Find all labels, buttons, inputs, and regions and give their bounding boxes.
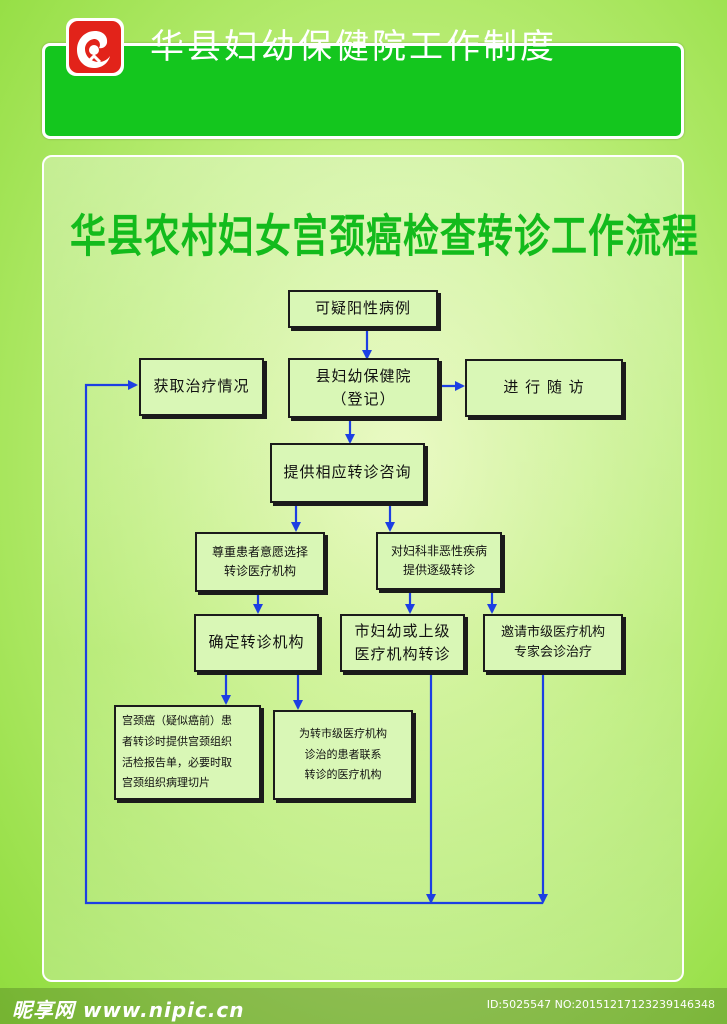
node-county-hospital: 县妇幼保健院 （登记） [288, 358, 439, 418]
node-contact-institution: 为转市级医疗机构 诊治的患者联系 转诊的医疗机构 [273, 710, 413, 800]
header-banner [42, 43, 684, 139]
node-confirm-institution: 确定转诊机构 [194, 614, 319, 672]
node-follow-up: 进 行 随 访 [465, 359, 623, 417]
watermark-id: ID:5025547 NO:20151217123239146348 [486, 998, 715, 1011]
node-invite-experts: 邀请市级医疗机构 专家会诊治疗 [483, 614, 623, 672]
watermark-bar: 昵享网 www.nipic.cn ID:5025547 NO:201512171… [0, 988, 727, 1024]
node-respect-choice: 尊重患者意愿选择 转诊医疗机构 [195, 532, 325, 592]
arrow-feedback-to-treatment [84, 380, 543, 905]
node-suspect-case: 可疑阳性病例 [288, 290, 438, 328]
node-referral-consult: 提供相应转诊咨询 [270, 443, 425, 503]
node-gyn-referral: 对妇科非恶性疾病 提供逐级转诊 [376, 532, 502, 590]
hospital-logo-icon [66, 18, 124, 76]
node-treatment-status: 获取治疗情况 [139, 358, 264, 416]
logo-emblem-icon [69, 21, 121, 73]
flowchart-title: 华县农村妇女宫颈癌检查转诊工作流程 [70, 211, 700, 263]
node-city-referral: 市妇幼或上级 医疗机构转诊 [340, 614, 465, 672]
node-biopsy-report: 宫颈癌（疑似癌前）患 者转诊时提供宫颈组织 活检报告单，必要时取 宫颈组织病理切… [114, 705, 261, 800]
header-title: 华县妇幼保健院工作制度 [150, 27, 557, 67]
watermark-site: 昵享网 www.nipic.cn [12, 998, 245, 1022]
